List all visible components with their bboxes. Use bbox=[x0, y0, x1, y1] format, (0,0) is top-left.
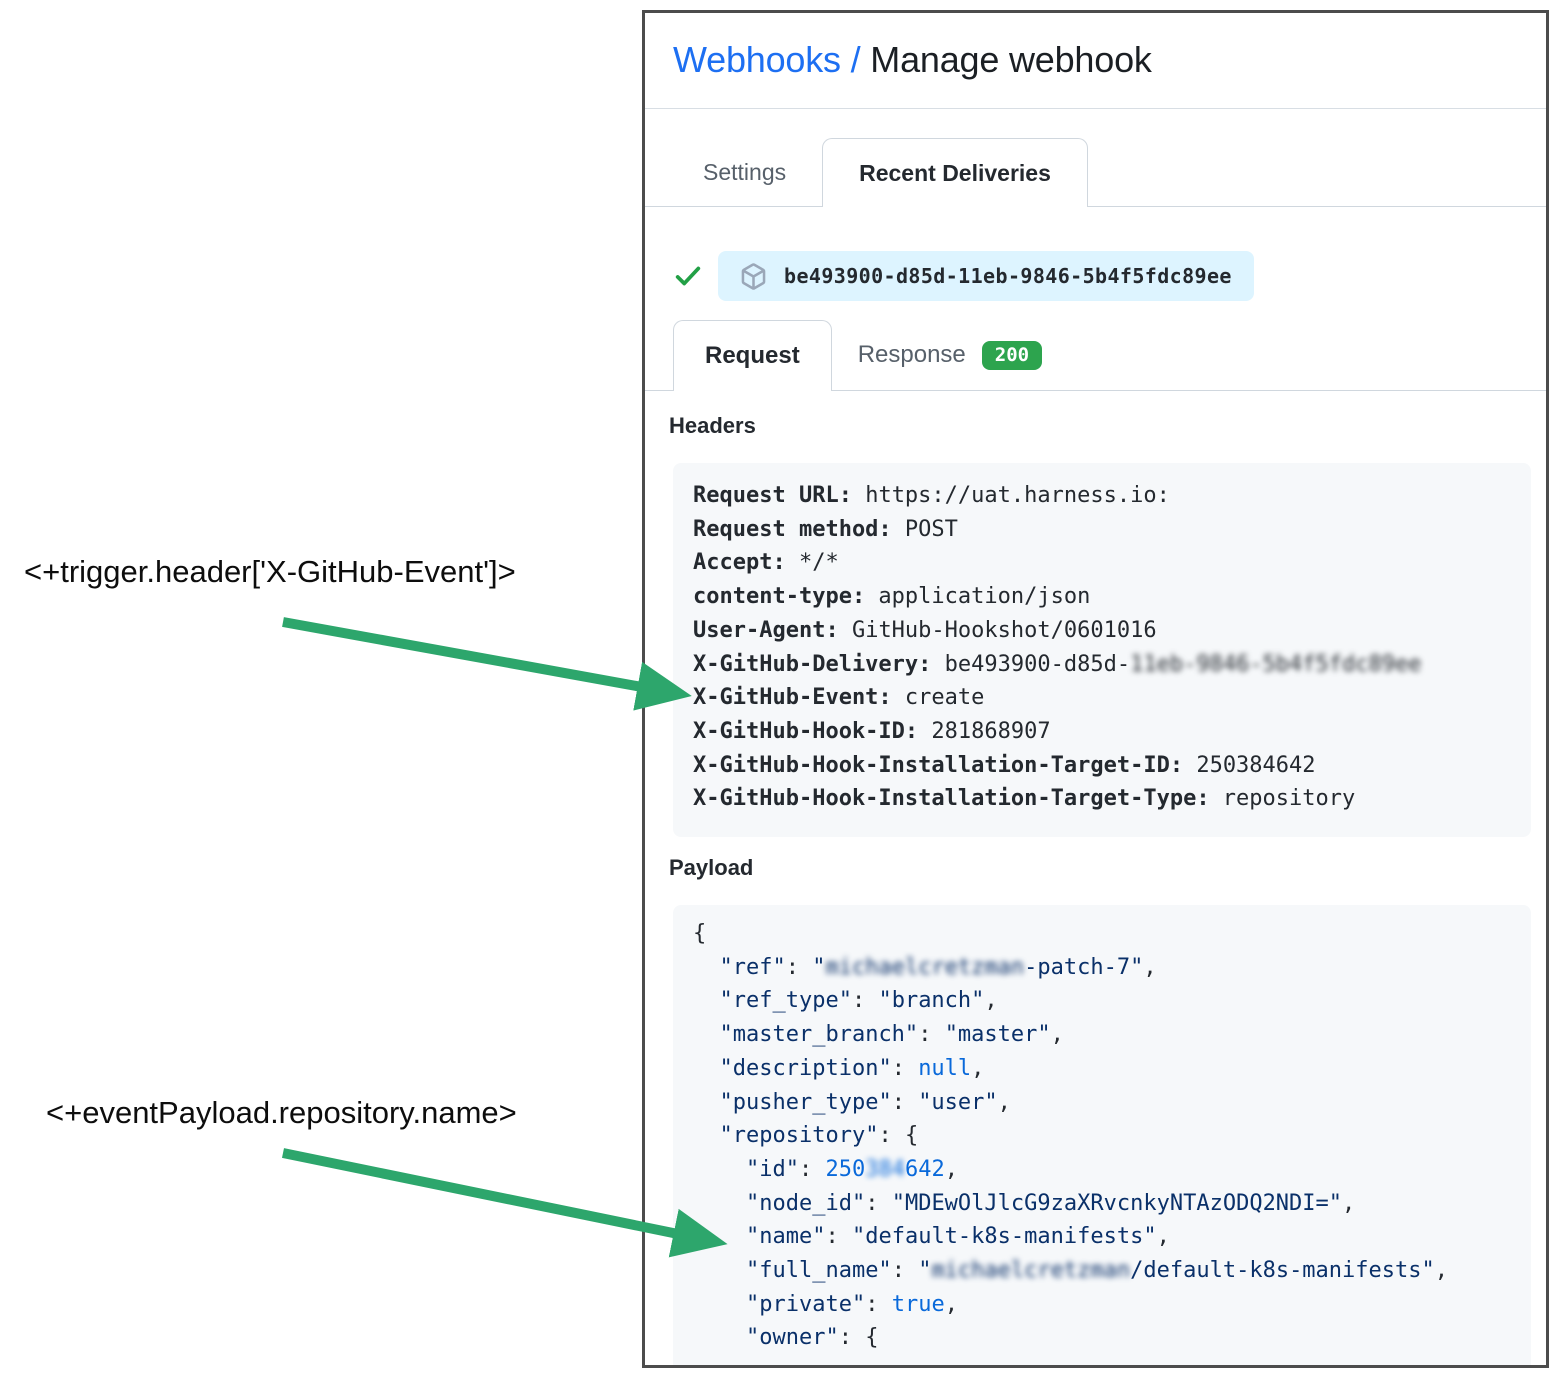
payload-section-title: Payload bbox=[669, 855, 754, 880]
payload-codebox: { "ref": "michaelcretzman-patch-7", "ref… bbox=[673, 905, 1531, 1365]
headers-section-title: Headers bbox=[669, 413, 756, 438]
title-divider bbox=[645, 108, 1546, 109]
payload-line: { bbox=[693, 921, 707, 946]
header-line: Accept: */* bbox=[693, 550, 839, 576]
page-title-text: Manage webhook bbox=[870, 39, 1152, 80]
payload-line: "master_branch": "master", bbox=[719, 1022, 1064, 1048]
header-line: Request URL: https://uat.harness.io: bbox=[693, 483, 1170, 508]
header-line: content-type: application/json bbox=[693, 584, 1091, 610]
payload-line: "pusher_type": "user", bbox=[719, 1089, 1011, 1115]
headers-codebox: Request URL: https://uat.harness.io: Requ… bbox=[673, 463, 1531, 837]
package-icon bbox=[741, 262, 766, 290]
header-line: X-GitHub-Delivery: be493900-d85d-11eb-98… bbox=[693, 651, 1422, 677]
payload-line: "name": "default-k8s-manifests", bbox=[745, 1224, 1170, 1250]
header-line: Request method: POST bbox=[693, 516, 958, 542]
tab-response-label: Response bbox=[857, 341, 966, 368]
payload-line: "id": 250384642, bbox=[745, 1156, 958, 1182]
response-status-badge: 200 bbox=[981, 340, 1043, 370]
webhook-tabbar: Settings Recent Deliveries bbox=[645, 138, 1546, 207]
payload-line: "full_name": "michaelcretzman/default-k8… bbox=[745, 1258, 1449, 1284]
payload-line: "owner": { bbox=[745, 1325, 879, 1351]
delivery-id-pill[interactable]: be493900-d85d-11eb-9846-5b4f5fdc89ee bbox=[718, 251, 1254, 301]
header-line: X-GitHub-Hook-Installation-Target-ID: 25… bbox=[693, 752, 1316, 778]
payload-line: "repository": { bbox=[719, 1123, 919, 1149]
header-line: X-GitHub-Hook-ID: 281868907 bbox=[693, 718, 1051, 744]
payload-expression-label: <+eventPayload.repository.name> bbox=[46, 1095, 517, 1130]
tab-request[interactable]: Request bbox=[673, 320, 832, 391]
breadcrumb-webhooks-link[interactable]: Webhooks bbox=[673, 39, 841, 80]
tab-response[interactable]: Response 200 bbox=[832, 320, 1068, 390]
request-response-tabbar: Request Response 200 bbox=[645, 320, 1546, 391]
payload-line: "ref_type": "branch", bbox=[719, 988, 998, 1014]
header-line: X-GitHub-Event: create bbox=[693, 685, 985, 711]
page-title: Webhooks / Manage webhook bbox=[673, 39, 1152, 81]
breadcrumb-separator: / bbox=[850, 39, 861, 80]
tab-recent-deliveries[interactable]: Recent Deliveries bbox=[822, 138, 1088, 207]
payload-line: "private": true, bbox=[745, 1291, 958, 1317]
trigger-expression-label: <+trigger.header['X-GitHub-Event']> bbox=[24, 554, 516, 589]
header-line: X-GitHub-Hook-Installation-Target-Type: … bbox=[693, 786, 1356, 812]
header-line: User-Agent: GitHub-Hookshot/0601016 bbox=[693, 617, 1157, 643]
payload-line: "description": null, bbox=[719, 1055, 985, 1081]
tab-settings[interactable]: Settings bbox=[703, 158, 787, 185]
delivery-id: be493900-d85d-11eb-9846-5b4f5fdc89ee bbox=[784, 264, 1232, 288]
delivery-row: be493900-d85d-11eb-9846-5b4f5fdc89ee bbox=[673, 251, 1254, 301]
payload-line: "node_id": "MDEwOlJlcG9zaXRvcnkyNTAzODQ2… bbox=[745, 1190, 1356, 1216]
arrow-to-x-github-event bbox=[282, 617, 692, 711]
manage-webhook-panel: Webhooks / Manage webhook Settings Recen… bbox=[642, 10, 1549, 1368]
arrow-to-repository-name bbox=[281, 1148, 728, 1258]
payload-line: "ref": "michaelcretzman-patch-7", bbox=[719, 954, 1157, 980]
check-icon bbox=[675, 266, 701, 286]
